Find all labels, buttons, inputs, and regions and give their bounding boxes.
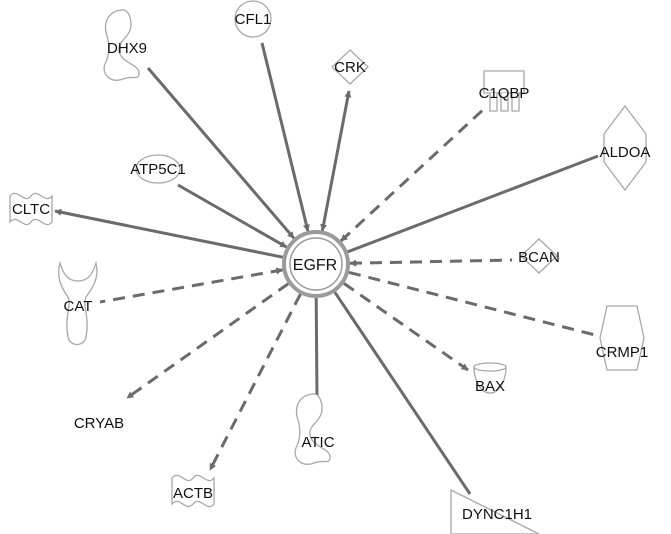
- hub-inner-ring: [289, 237, 343, 291]
- node-label-cltc: CLTC: [12, 201, 50, 218]
- node-label-cat: CAT: [64, 298, 93, 315]
- node-cltc[interactable]: CLTC: [9, 192, 53, 226]
- node-cat[interactable]: CAT: [58, 260, 98, 346]
- node-label-cfl1: CFL1: [235, 11, 272, 28]
- node-aldoa[interactable]: ALDOA: [600, 104, 651, 192]
- edge-cat: [99, 267, 284, 304]
- dync1h1-triangle-shape: [450, 488, 540, 534]
- edge-cltc: [54, 208, 283, 259]
- node-cfl1[interactable]: CFL1: [234, 0, 272, 38]
- node-atp5c1[interactable]: ATP5C1: [130, 154, 186, 184]
- edge-cryab: [126, 282, 290, 400]
- edge-crk: [320, 90, 352, 232]
- node-label-c1qbp: C1QBP: [479, 85, 530, 102]
- node-label-atp5c1: ATP5C1: [130, 161, 186, 178]
- node-label-cryab: CRYAB: [74, 415, 124, 432]
- atp5c1-oval-shape: [135, 154, 181, 184]
- cltc-wavy-shape: [9, 192, 53, 226]
- cat-enzyme-tall-shape: [58, 260, 98, 346]
- edge-actb: [208, 293, 302, 471]
- node-actb[interactable]: ACTB: [171, 474, 215, 508]
- node-crk[interactable]: CRK: [331, 49, 369, 85]
- edge-atic: [314, 297, 319, 401]
- node-label-bcan: BCAN: [518, 249, 560, 266]
- bax-cup-shape: [473, 362, 507, 394]
- hub-label: EGFR: [293, 257, 337, 274]
- node-label-dync1h1: DYNC1H1: [462, 506, 532, 523]
- bcan-diamond-shape: [520, 238, 558, 274]
- node-atic[interactable]: ATIC: [294, 393, 335, 465]
- node-bax[interactable]: BAX: [473, 362, 507, 395]
- node-label-aldoa: ALDOA: [600, 144, 651, 161]
- edge-aldoa: [347, 154, 599, 254]
- node-label-dhx9: DHX9: [107, 40, 147, 57]
- cfl1-circle-shape: [234, 0, 272, 38]
- edges-layer: [54, 42, 608, 495]
- edge-bcan: [349, 258, 513, 267]
- dhx9-enzyme-kidney-shape: [103, 9, 140, 81]
- aldoa-tall-hexagon-shape: [603, 104, 647, 192]
- c1qbp-receptor-box-shape: [483, 70, 525, 112]
- edge-dync1h1: [333, 291, 472, 495]
- node-dhx9[interactable]: DHX9: [103, 9, 147, 81]
- node-bcan[interactable]: BCAN: [518, 238, 560, 274]
- node-dync1h1[interactable]: DYNC1H1: [450, 488, 540, 534]
- node-label-bax: BAX: [475, 378, 505, 395]
- atic-enzyme-kidney-shape: [294, 393, 331, 465]
- node-c1qbp[interactable]: C1QBP: [479, 70, 530, 112]
- node-crmp1[interactable]: CRMP1: [596, 305, 649, 371]
- edge-bax: [343, 282, 469, 372]
- node-cryab[interactable]: CRYAB: [74, 415, 124, 432]
- node-label-crk: CRK: [334, 59, 366, 76]
- edge-crmp1: [348, 270, 608, 340]
- hub-node[interactable]: EGFR: [282, 230, 350, 298]
- node-label-actb: ACTB: [173, 485, 213, 502]
- edge-c1qbp: [339, 106, 487, 243]
- crk-diamond-shape: [331, 49, 369, 85]
- node-label-crmp1: CRMP1: [596, 344, 649, 361]
- edge-cfl1: [260, 42, 310, 232]
- crmp1-tall-hexagon-shape: [599, 305, 645, 371]
- edge-atp5c1: [177, 183, 288, 249]
- node-label-atic: ATIC: [301, 434, 334, 451]
- actb-wavy-shape: [171, 474, 215, 508]
- edge-dhx9: [146, 67, 296, 240]
